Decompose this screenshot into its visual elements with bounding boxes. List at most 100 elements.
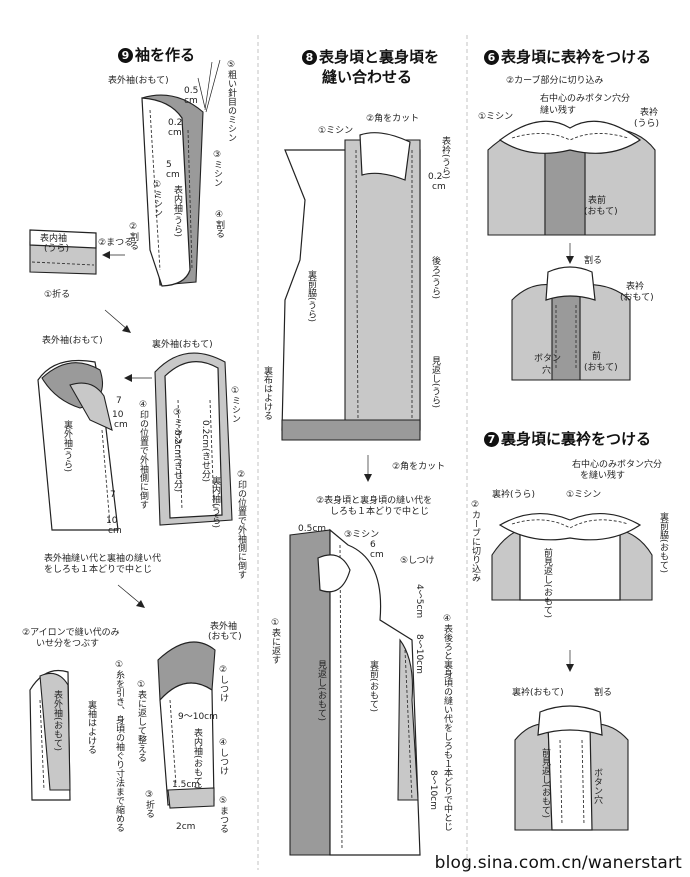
label: 1.5cm bbox=[172, 780, 201, 790]
label: ②角をカット bbox=[366, 114, 420, 124]
label: 0.5cm bbox=[298, 524, 327, 534]
collar-drawing-2 bbox=[511, 266, 631, 381]
label-vertical: ⑤まつる bbox=[218, 796, 228, 833]
label: しろも１本どりで中とじ bbox=[330, 507, 430, 517]
label: 6 bbox=[370, 540, 376, 550]
label: 表衿 bbox=[626, 282, 645, 292]
label-vertical: 0.2cm(きせ分) bbox=[172, 430, 182, 493]
lining-collar-drawing-2 bbox=[514, 705, 629, 831]
label: 右中心のみボタン穴分 bbox=[572, 460, 663, 470]
label-vertical: 8〜10cm bbox=[414, 634, 424, 674]
label: cm bbox=[370, 550, 384, 560]
label-vertical: 表外袖(おもて) bbox=[52, 690, 62, 752]
label: 0.5 bbox=[184, 86, 199, 96]
arrow-head-2 bbox=[122, 325, 131, 333]
label-vertical: ①表に返す bbox=[270, 618, 280, 664]
sleeve-drawing-4 bbox=[29, 669, 71, 801]
label-vertical: ボタン穴 bbox=[592, 768, 602, 804]
label-vertical: ⑤粗い針目のミシン bbox=[226, 60, 236, 142]
label: (おもて) bbox=[620, 293, 654, 303]
label-vertical: ④割る bbox=[214, 210, 224, 238]
label-vertical: ②カーブに切り込み bbox=[470, 500, 480, 582]
label: cm bbox=[108, 526, 122, 536]
label-vertical: 裏布はよける bbox=[262, 366, 272, 420]
label: ②まつる bbox=[98, 238, 134, 248]
label: 10 bbox=[112, 410, 124, 420]
label-vertical: ④印の位置で外袖側に倒す bbox=[138, 400, 148, 509]
label-vertical: ①ミシン bbox=[152, 180, 162, 217]
label: 右中心のみボタン穴分 bbox=[540, 94, 631, 104]
label: ②カーブ部分に切り込み bbox=[506, 76, 604, 86]
label: 割る bbox=[594, 688, 613, 698]
label-vertical: ④しつけ bbox=[218, 738, 228, 775]
label: ⑤しつけ bbox=[400, 556, 435, 566]
arrow-line-4 bbox=[117, 584, 143, 606]
label-vertical: ④表後ろと裏身頃の縫い代をしろも１本どりで中とじ bbox=[442, 614, 452, 831]
arrow-head-5 bbox=[364, 474, 372, 482]
label: ①ミシン bbox=[478, 112, 514, 122]
sleeve-drawing-5 bbox=[157, 641, 216, 809]
label-vertical: ③ミシン bbox=[212, 150, 222, 187]
label: cm bbox=[184, 96, 198, 106]
label: 5 bbox=[166, 160, 172, 170]
label-vertical: 4〜5cm bbox=[414, 584, 424, 619]
label: 7 bbox=[116, 396, 122, 406]
sleeve-drawing-2 bbox=[37, 359, 119, 531]
label: 9〜10cm bbox=[178, 712, 218, 722]
label: ①ミシン bbox=[566, 490, 602, 500]
label: cm bbox=[114, 420, 128, 430]
label-vertical: 0.2cm(きせ分) bbox=[200, 420, 210, 483]
label: cm bbox=[168, 128, 182, 138]
label: をしろも１本どりで中とじ bbox=[44, 565, 153, 575]
label: 表衿 bbox=[640, 108, 659, 118]
label-vertical: ①ミシン bbox=[230, 386, 240, 423]
label: 割る bbox=[584, 256, 603, 266]
arrow-head-4 bbox=[136, 600, 145, 608]
label: (うら) bbox=[44, 244, 70, 254]
sleeve-drawing-1 bbox=[141, 59, 221, 287]
label-vertical: 裏内袖(うら) bbox=[210, 476, 220, 529]
label: 10 bbox=[106, 516, 118, 526]
label: ②アイロンで縫い代のみ bbox=[22, 628, 120, 638]
label: 縫い残す bbox=[540, 106, 577, 116]
label: 表前 bbox=[588, 196, 607, 206]
label-vertical: 8〜10cm bbox=[428, 770, 438, 810]
bodice-drawing-1 bbox=[281, 132, 421, 441]
label: 0.2 bbox=[168, 118, 183, 128]
label-vertical: 見返し(おもて) bbox=[316, 660, 326, 722]
label: cm bbox=[432, 182, 446, 192]
label: 表外袖(おもて) bbox=[108, 76, 169, 86]
arrow-head-1 bbox=[102, 251, 110, 259]
watermark: blog.sina.com.cn/wanerstart bbox=[434, 853, 682, 873]
sleeve-cuff-detail bbox=[29, 229, 97, 275]
label-vertical: ②割る bbox=[128, 222, 138, 250]
label-vertical: 前見返し(おもて) bbox=[540, 748, 550, 819]
label: 裏衿(うら) bbox=[492, 490, 536, 500]
label-vertical: 表衿(うら) bbox=[440, 136, 450, 180]
label: 表外袖縫い代と裏袖の縫い代 bbox=[44, 554, 162, 564]
label: 前 bbox=[592, 352, 602, 362]
label: (おもて) bbox=[208, 632, 242, 642]
label: (おもて) bbox=[584, 363, 618, 373]
label-vertical: ②しつけ bbox=[218, 665, 228, 702]
label-vertical: 裏前脇(うら) bbox=[306, 270, 316, 323]
label-vertical: 裏前脇(おもて) bbox=[658, 512, 668, 574]
label-vertical: 裏外袖(うら) bbox=[62, 420, 72, 473]
label: 表内袖 bbox=[40, 234, 68, 244]
label: いせ分をつぶす bbox=[36, 639, 100, 649]
arrow-head-3 bbox=[124, 374, 132, 382]
label: ③ミシン bbox=[344, 530, 380, 540]
label-vertical: ①糸を引き、身頃の袖ぐり寸法まで縮める bbox=[114, 660, 124, 832]
label: (おもて) bbox=[584, 207, 618, 217]
label: ボタン bbox=[534, 354, 562, 364]
label: を縫い残す bbox=[580, 471, 626, 481]
label: (うら) bbox=[634, 119, 660, 129]
label-vertical: 前見返し(おもて) bbox=[542, 548, 552, 619]
label: 0.2 bbox=[428, 172, 443, 182]
